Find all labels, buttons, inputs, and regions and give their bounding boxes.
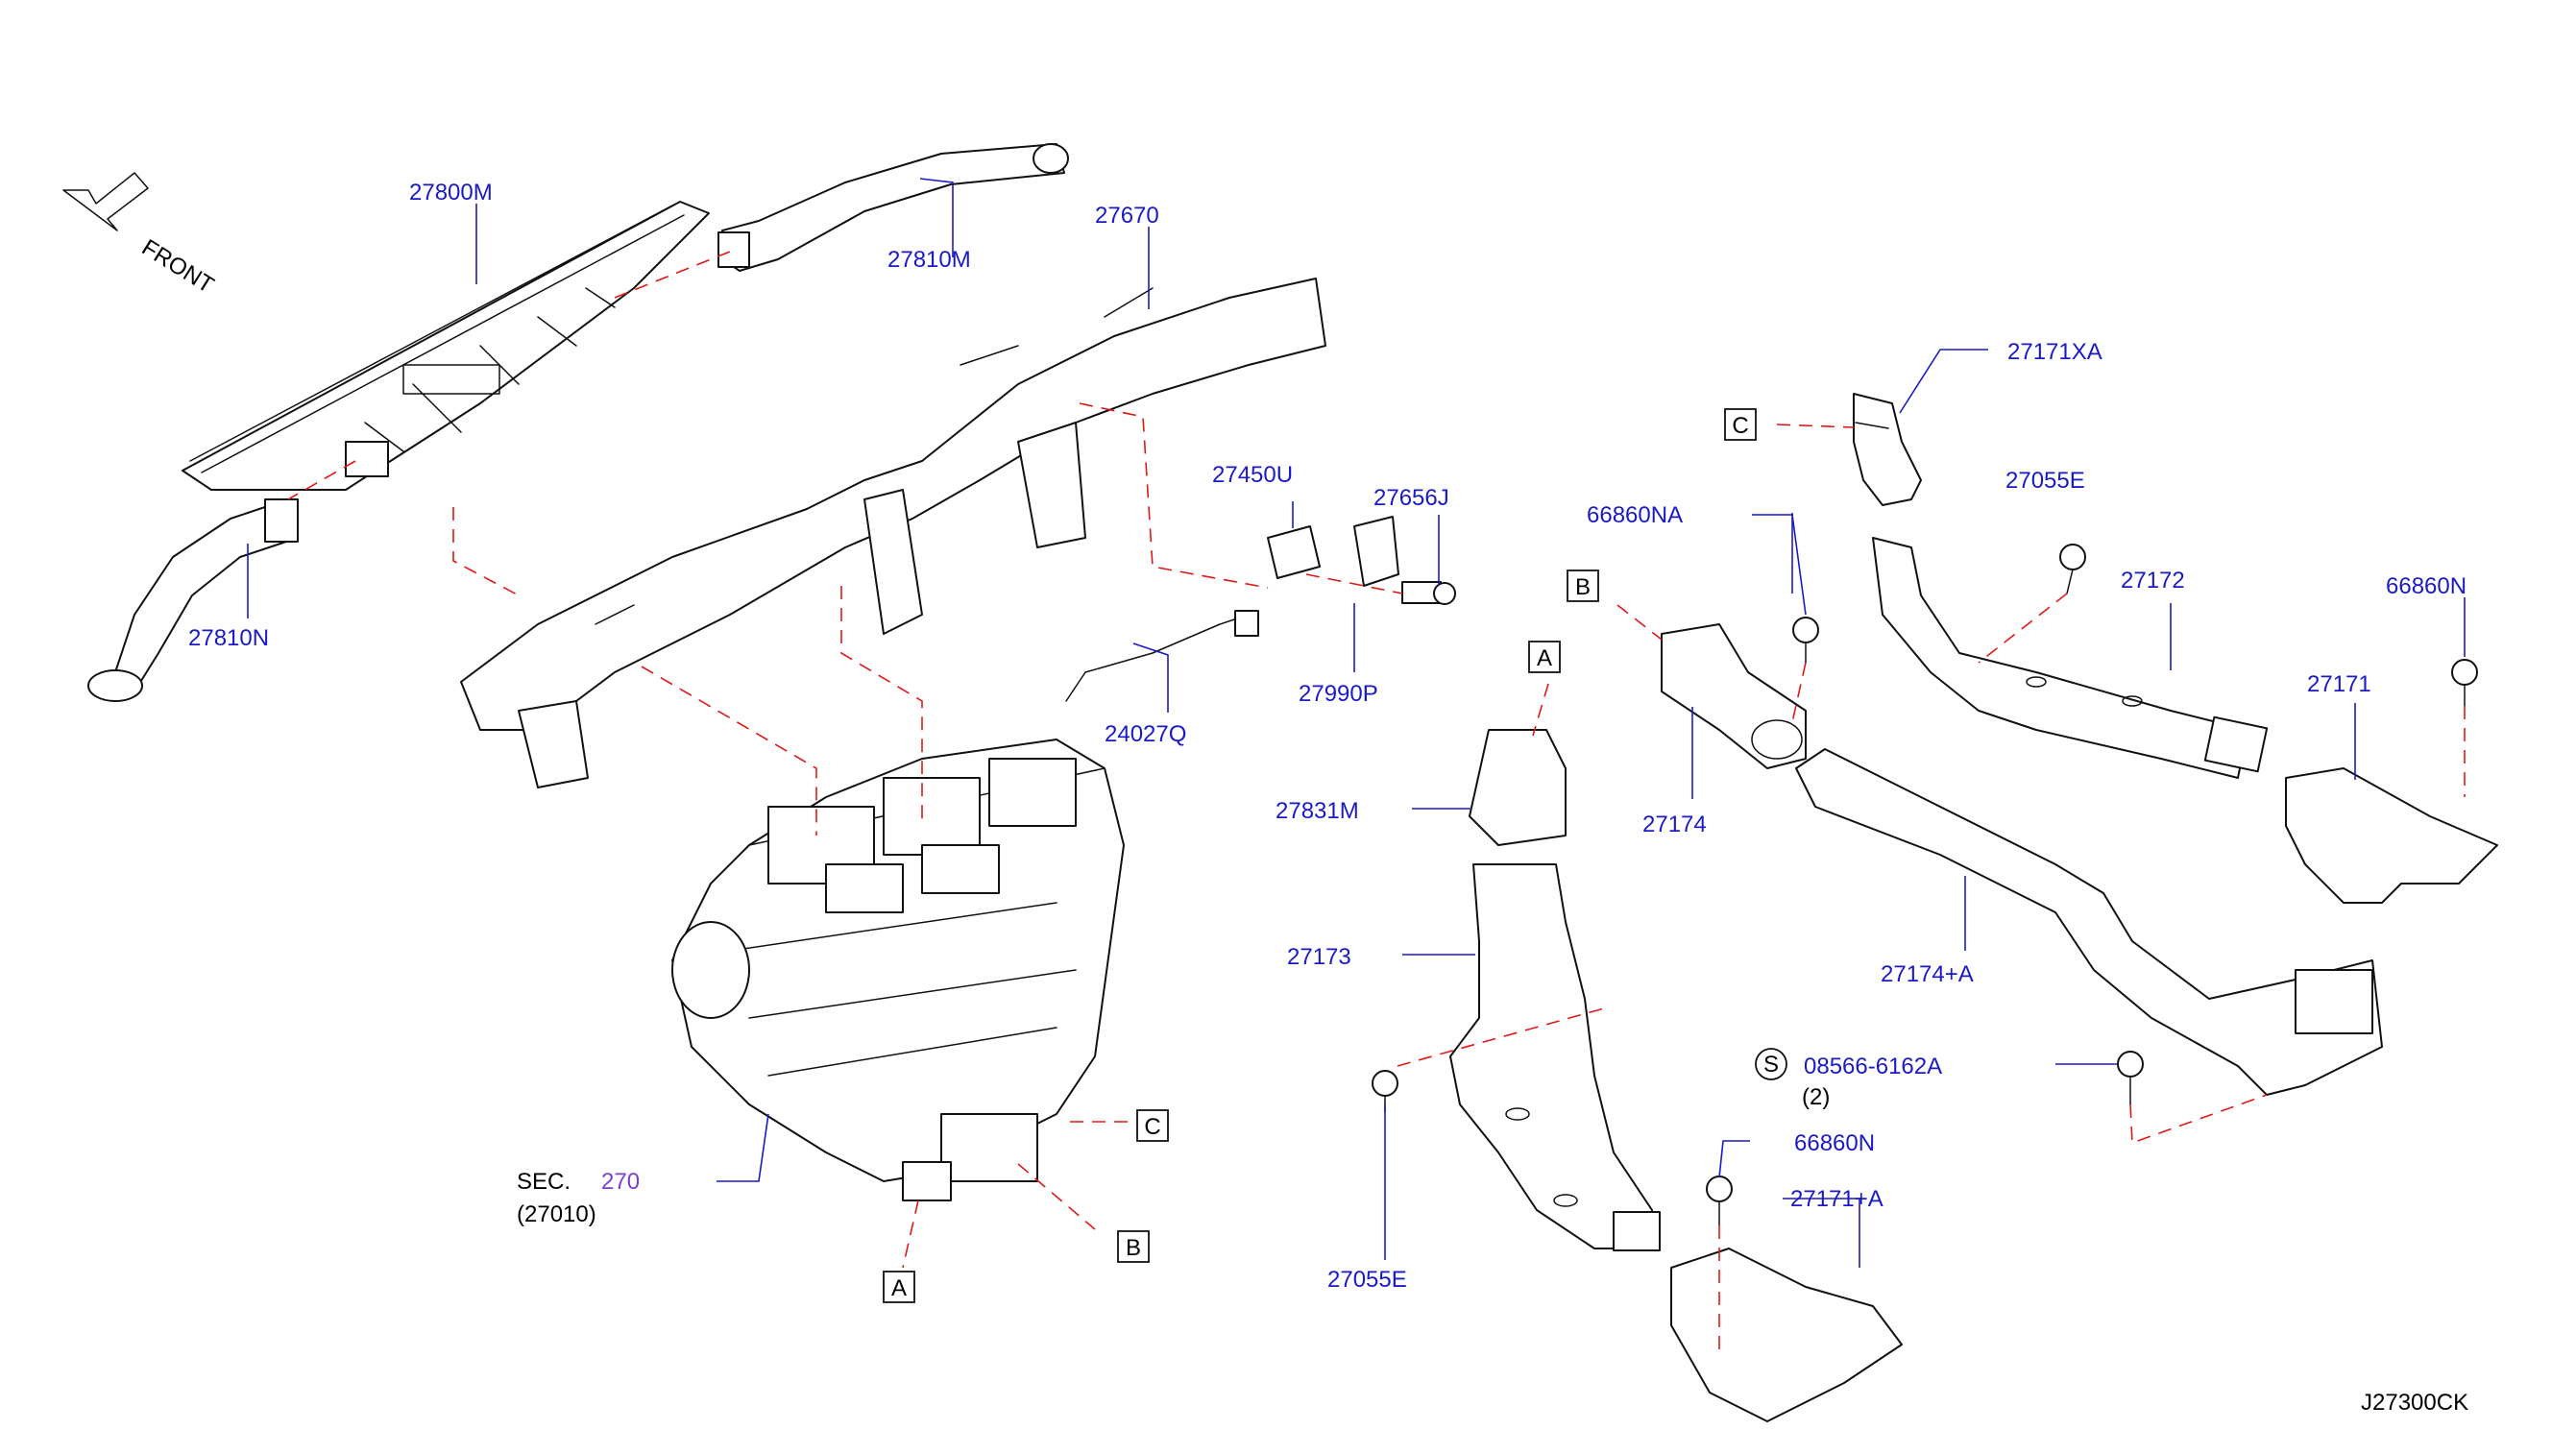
label-66860N-right: 66860N: [2386, 573, 2467, 599]
label-66860NA: 66860NA: [1587, 502, 1683, 528]
drawing-code: J27300CK: [2361, 1390, 2468, 1416]
svg-text:C: C: [1144, 1114, 1160, 1140]
leader-lines: [247, 178, 2466, 1268]
blower-resistor-drawing: [1065, 516, 1456, 702]
label-27055E-bottom: 27055E: [1327, 1267, 1407, 1293]
front-label: FRONT: [137, 234, 219, 299]
bolt-08566-icon: [2117, 1051, 2144, 1105]
sec-prefix: SEC.: [517, 1169, 571, 1195]
label-66860N-bottom: 66860N: [1794, 1130, 1875, 1156]
side-duct-27810M-drawing: [717, 143, 1069, 272]
callout-b-top: B: [1567, 570, 1599, 602]
label-24027Q: 24027Q: [1105, 721, 1186, 747]
outlet-27171A-drawing: [1670, 1248, 1903, 1422]
callout-b-bottom: B: [1117, 1230, 1150, 1263]
heater-unit-drawing: [671, 739, 1125, 1201]
defroster-nozzle-drawing: [182, 201, 710, 491]
label-27171A: 27171+A: [1790, 1186, 1883, 1212]
label-08566-6162A: 08566-6162A: [1804, 1054, 1942, 1079]
label-27990P: 27990P: [1299, 681, 1378, 707]
clip-27055E-top-icon: [2059, 544, 2086, 594]
main-duct-27670-drawing: [460, 278, 1326, 788]
clip-27055E-bottom-icon: [1372, 1070, 1398, 1113]
label-27174: 27174: [1642, 812, 1707, 837]
label-27173: 27173: [1287, 944, 1351, 970]
label-27171: 27171: [2307, 671, 2371, 697]
clip-66860NA-icon: [1792, 617, 1819, 664]
dashed-connection-lines: [287, 251, 2466, 1354]
connector-27831M-drawing: [1469, 729, 1567, 846]
bolt-reference: S 08566-6162A (2): [1755, 1048, 1942, 1110]
label-27171XA: 27171XA: [2007, 339, 2102, 365]
rear-duct-27172-drawing: [1872, 537, 2269, 779]
svg-text:B: B: [1126, 1235, 1141, 1261]
side-duct-27810N-drawing: [87, 498, 299, 702]
s-circle-icon: [1755, 1048, 1787, 1080]
svg-text:S: S: [1763, 1052, 1779, 1078]
label-27800M: 27800M: [409, 180, 493, 206]
callout-c-top: C: [1724, 408, 1757, 441]
callout-a-bottom: A: [883, 1271, 915, 1303]
clip-66860N-right-icon: [2451, 659, 2478, 707]
label-27450U: 27450U: [1212, 462, 1293, 488]
nozzle-27171XA-drawing: [1853, 393, 1922, 506]
callout-c-bottom: C: [1136, 1109, 1169, 1142]
label-27831M: 27831M: [1276, 798, 1359, 824]
duct-27174-drawing: [1661, 623, 1807, 769]
svg-text:A: A: [1537, 645, 1552, 671]
label-27656J: 27656J: [1373, 485, 1449, 511]
outlet-27171-drawing: [2285, 767, 2498, 904]
label-27174A: 27174+A: [1881, 961, 1974, 987]
label-27810N: 27810N: [188, 625, 269, 651]
rear-duct-27174A-drawing: [1795, 748, 2383, 1096]
clip-66860N-bottom-icon: [1706, 1176, 1733, 1226]
callout-a-top: A: [1528, 641, 1561, 673]
bolt-quantity: (2): [1802, 1084, 1830, 1110]
svg-text:B: B: [1575, 574, 1591, 600]
floor-duct-27173-drawing: [1449, 863, 1661, 1251]
sec-number-link[interactable]: 270: [601, 1169, 640, 1195]
label-27172: 27172: [2121, 568, 2185, 594]
svg-text:A: A: [891, 1275, 907, 1301]
label-27670: 27670: [1095, 203, 1159, 229]
svg-text:C: C: [1732, 413, 1748, 439]
label-27810M: 27810M: [887, 247, 971, 273]
front-arrow-icon: [62, 172, 149, 231]
sec-subref: (27010): [517, 1201, 596, 1227]
label-27055E-top: 27055E: [2005, 468, 2085, 494]
